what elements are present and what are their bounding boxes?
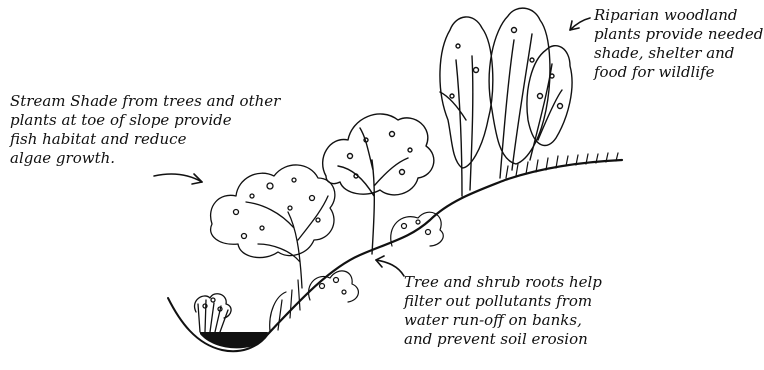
arrow-riparian: [570, 18, 590, 30]
toe-tree: [211, 165, 335, 288]
note-line: plants provide needed: [594, 25, 763, 44]
middle-tree: [323, 114, 434, 254]
arrow-roots: [376, 260, 404, 276]
note-line: shade, shelter and: [594, 44, 763, 63]
note-line: fish habitat and reduce: [10, 130, 280, 149]
note-line: filter out pollutants from: [404, 292, 602, 311]
note-line: and prevent soil erosion: [404, 330, 602, 349]
note-line: food for wildlife: [594, 63, 763, 82]
note-line: water run-off on banks,: [404, 311, 602, 330]
note-line: Tree and shrub roots help: [404, 273, 602, 292]
note-line: algae growth.: [10, 149, 280, 168]
note-line: Riparian woodland: [594, 6, 763, 25]
note-line: Stream Shade from trees and other: [10, 92, 280, 111]
stream-reeds: [195, 294, 232, 332]
stream-shade-note: Stream Shade from trees and other plants…: [10, 92, 280, 168]
riparian-woodland-note: Riparian woodland plants provide needed …: [594, 6, 763, 82]
note-line: plants at toe of slope provide: [10, 111, 280, 130]
stream-channel: [168, 294, 268, 351]
roots-erosion-note: Tree and shrub roots help filter out pol…: [404, 273, 602, 349]
